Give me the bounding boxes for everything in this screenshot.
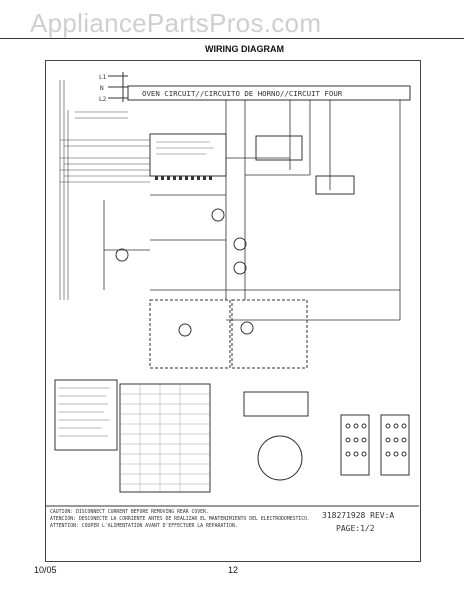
caution-line-2: ATENCION: DESCONECTE LA CORRIENTE ANTES … (50, 516, 310, 522)
legend-box (54, 379, 118, 451)
legend-lines (58, 387, 110, 437)
selector-boxes (340, 414, 410, 476)
cooling-fan-symbol (178, 323, 192, 337)
document-number: 318271928 REV:A (322, 511, 394, 520)
convection-element (315, 175, 355, 195)
caution-line-3: ATTENTION: COUPER L'ALIMENTATION AVANT D… (50, 523, 238, 529)
power-terminals (108, 72, 128, 102)
page-header: AppliancePartsPros.com WIRING DIAGRAM (0, 0, 464, 60)
terminal-l1: L1 (99, 74, 107, 81)
section-title: WIRING DIAGRAM (205, 44, 284, 54)
convection-fan-symbol (240, 321, 254, 335)
element-symbol-1 (211, 208, 225, 222)
page-indicator: PAGE:1/2 (336, 524, 375, 533)
pin-chart-table (119, 383, 211, 493)
watermark-text: AppliancePartsPros.com (30, 8, 322, 38)
footer-page-number: 12 (228, 565, 239, 575)
terminal-l2: L2 (99, 96, 107, 103)
motor-diagram (257, 435, 303, 481)
element-symbol-2 (233, 237, 247, 251)
oven-circuit-bar (127, 85, 411, 101)
wire-harness (59, 80, 150, 300)
pin-chart-rows (120, 384, 210, 492)
footer-date: 10/05 (34, 565, 57, 575)
control-text-lines (156, 141, 214, 155)
diagram-frame (45, 60, 421, 562)
cooling-fan-box (149, 299, 231, 369)
electronic-oven-control (149, 133, 227, 177)
convection-fan-box (231, 299, 308, 369)
element-symbol-3 (233, 261, 247, 275)
control-pins (155, 176, 212, 180)
door-switch-symbol (115, 248, 129, 262)
header-rule (0, 38, 464, 39)
bake-relay (255, 135, 303, 161)
oven-circuit-label: OVEN CIRCUIT//CIRCUITO DE HORNO//CIRCUIT… (142, 89, 343, 98)
motor-label-box (243, 391, 309, 417)
main-wiring (103, 100, 401, 321)
terminal-n: N (100, 85, 104, 92)
caution-line-1: CAUTION: DISCONNECT CURRENT BEFORE REMOV… (50, 509, 209, 515)
